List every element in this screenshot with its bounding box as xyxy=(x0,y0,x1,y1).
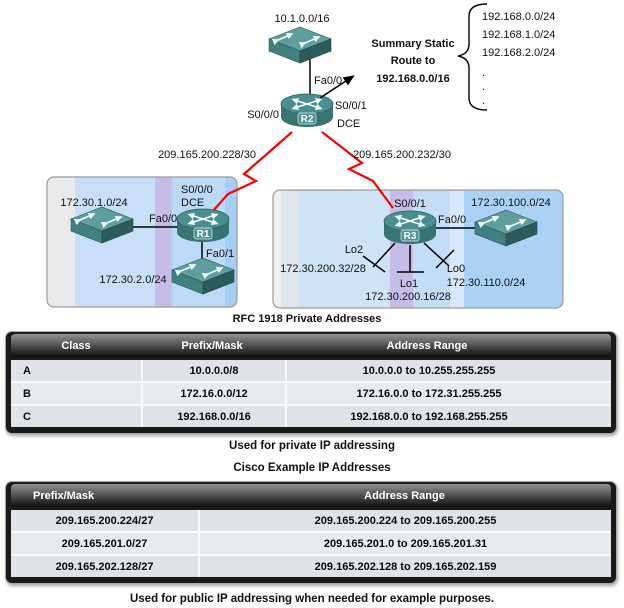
rfc1918-table-body: A 10.0.0.0/8 10.0.0.0 to 10.255.255.255 … xyxy=(11,360,611,427)
cisco-example-table-caption: Used for public IP addressing when neede… xyxy=(129,593,495,605)
r3-lo1-net-label: 172.30.200.16/28 xyxy=(365,291,451,303)
r1-dce-label: DCE xyxy=(181,197,204,209)
table-row: 209.165.202.128/27 209.165.202.128 to 20… xyxy=(11,556,611,577)
route-list-item: 192.168.0.0/24 xyxy=(482,11,555,23)
cell-class: A xyxy=(11,360,141,381)
cell-prefix-mask: 192.168.0.0/16 xyxy=(143,406,285,427)
cell-prefix-mask: 209.165.201.0/27 xyxy=(11,533,198,554)
r2-s001-label: S0/0/1 xyxy=(335,100,367,112)
cell-class: C xyxy=(11,406,141,427)
cell-address-range: 10.0.0.0 to 10.255.255.255 xyxy=(287,360,611,381)
cell-address-range: 209.165.202.128 to 209.165.202.159 xyxy=(200,556,611,577)
r2-s000-label: S0/0/0 xyxy=(247,109,279,121)
summary-text-line3: 192.168.0.0/16 xyxy=(376,73,449,85)
column-header-address-range: Address Range xyxy=(364,489,445,502)
summary-text-line2: Route to xyxy=(391,55,436,67)
cell-address-range: 209.165.200.224 to 209.165.200.255 xyxy=(200,510,611,531)
example-table-title: Cisco Example IP Addresses xyxy=(233,462,391,474)
r3-lo0-label: Lo0 xyxy=(447,263,465,275)
router-name-badge xyxy=(400,229,420,242)
rfc1918-table-caption: Used for private IP addressing xyxy=(229,440,395,452)
r1-fa01-label: Fa0/1 xyxy=(206,248,234,260)
cisco-example-table-frame: Prefix/Mask Address Range 209.165.200.22… xyxy=(5,481,617,584)
switch-icon xyxy=(269,27,331,63)
r3-fa00-label: Fa0/0 xyxy=(438,214,466,226)
router-name-badge xyxy=(297,112,317,125)
table-row: C 192.168.0.0/16 192.168.0.0 to 192.168.… xyxy=(11,406,611,427)
route-list-ellipsis-dot: . xyxy=(482,67,485,79)
cell-prefix-mask: 10.0.0.0/8 xyxy=(143,360,285,381)
rfc1918-table: Class Prefix/Mask Address Range A 10.0.0… xyxy=(5,331,617,434)
column-header-prefix-mask: Prefix/Mask xyxy=(181,339,243,352)
cell-prefix-mask: 209.165.200.224/27 xyxy=(11,510,198,531)
cell-address-range: 172.16.0.0 to 172.31.255.255 xyxy=(287,383,611,404)
cisco-example-table-body: 209.165.200.224/27 209.165.200.224 to 20… xyxy=(11,510,611,577)
r1-name: R1 xyxy=(197,229,210,240)
cell-address-range: 209.165.201.0 to 209.165.201.31 xyxy=(200,533,611,554)
r3-lo0-net-label: 172.30.110.0/24 xyxy=(447,277,526,289)
r1-lan1-label: 172.30.1.0/24 xyxy=(60,197,127,209)
column-header-class: Class xyxy=(61,339,91,352)
network-topology-diagram: 209.165.200.228/30 209.165.200.232/30 10… xyxy=(46,3,564,325)
r2-fa00-label: Fa0/0 xyxy=(314,75,342,87)
table-row: 209.165.200.224/27 209.165.200.224 to 20… xyxy=(11,510,611,531)
cisco-example-table-header: Prefix/Mask Address Range xyxy=(11,484,611,507)
link-right-network-label: 209.165.200.232/30 xyxy=(353,149,451,161)
r2-name: R2 xyxy=(301,114,314,125)
table-row: 209.165.201.0/27 209.165.201.0 to 209.16… xyxy=(11,533,611,554)
table-row: B 172.16.0.0/12 172.16.0.0 to 172.31.255… xyxy=(11,383,611,404)
summary-text-line1: Summary Static xyxy=(371,38,454,50)
r3-lo2-net-label: 172.30.200.32/28 xyxy=(280,263,366,275)
route-list-ellipsis-dot: . xyxy=(482,81,485,93)
r1-fa00-label: Fa0/0 xyxy=(149,213,177,225)
table-row: A 10.0.0.0/8 10.0.0.0 to 10.255.255.255 xyxy=(11,360,611,381)
loopback-lines xyxy=(362,242,455,273)
column-header-prefix-mask: Prefix/Mask xyxy=(33,489,95,502)
r3-s001-label: S0/0/1 xyxy=(394,198,426,210)
r1-lan-panel xyxy=(46,176,238,308)
router-name-badge xyxy=(193,227,213,240)
rfc1918-table-frame: Class Prefix/Mask Address Range A 10.0.0… xyxy=(5,331,617,434)
cell-prefix-mask: 172.16.0.0/12 xyxy=(143,383,285,404)
r1-s000-label: S0/0/0 xyxy=(181,184,213,196)
r3-lo1-label: Lo1 xyxy=(400,278,418,290)
column-header-address-range: Address Range xyxy=(386,339,468,352)
route-list-ellipsis-dot: . xyxy=(482,95,485,107)
rfc-table-title: RFC 1918 Private Addresses xyxy=(233,313,382,325)
r3-name: R3 xyxy=(404,231,417,242)
route-list-brace xyxy=(457,3,488,111)
r3-lan-label: 172.30.100.0/24 xyxy=(471,197,551,209)
rfc1918-table-header: Class Prefix/Mask Address Range xyxy=(11,334,611,357)
serial-link-r2-r3 xyxy=(321,131,394,209)
link-left-network-label: 209.165.200.228/30 xyxy=(158,149,256,161)
cell-address-range: 192.168.0.0 to 192.168.255.255 xyxy=(287,406,611,427)
route-list-item: 192.168.2.0/24 xyxy=(482,47,555,59)
r2-dce-label: DCE xyxy=(337,118,360,130)
r3-lo2-label: Lo2 xyxy=(345,244,363,256)
route-list-item: 192.168.1.0/24 xyxy=(482,29,555,41)
r1-lan2-label: 172.30.2.0/24 xyxy=(99,274,166,286)
cell-class: B xyxy=(11,383,141,404)
cell-prefix-mask: 209.165.202.128/27 xyxy=(11,556,198,577)
summary-arrow xyxy=(319,75,355,99)
cisco-example-table: Prefix/Mask Address Range 209.165.200.22… xyxy=(5,481,617,584)
serial-link-r2-r1 xyxy=(212,131,293,212)
top-lan-label: 10.1.0.0/16 xyxy=(274,13,329,25)
